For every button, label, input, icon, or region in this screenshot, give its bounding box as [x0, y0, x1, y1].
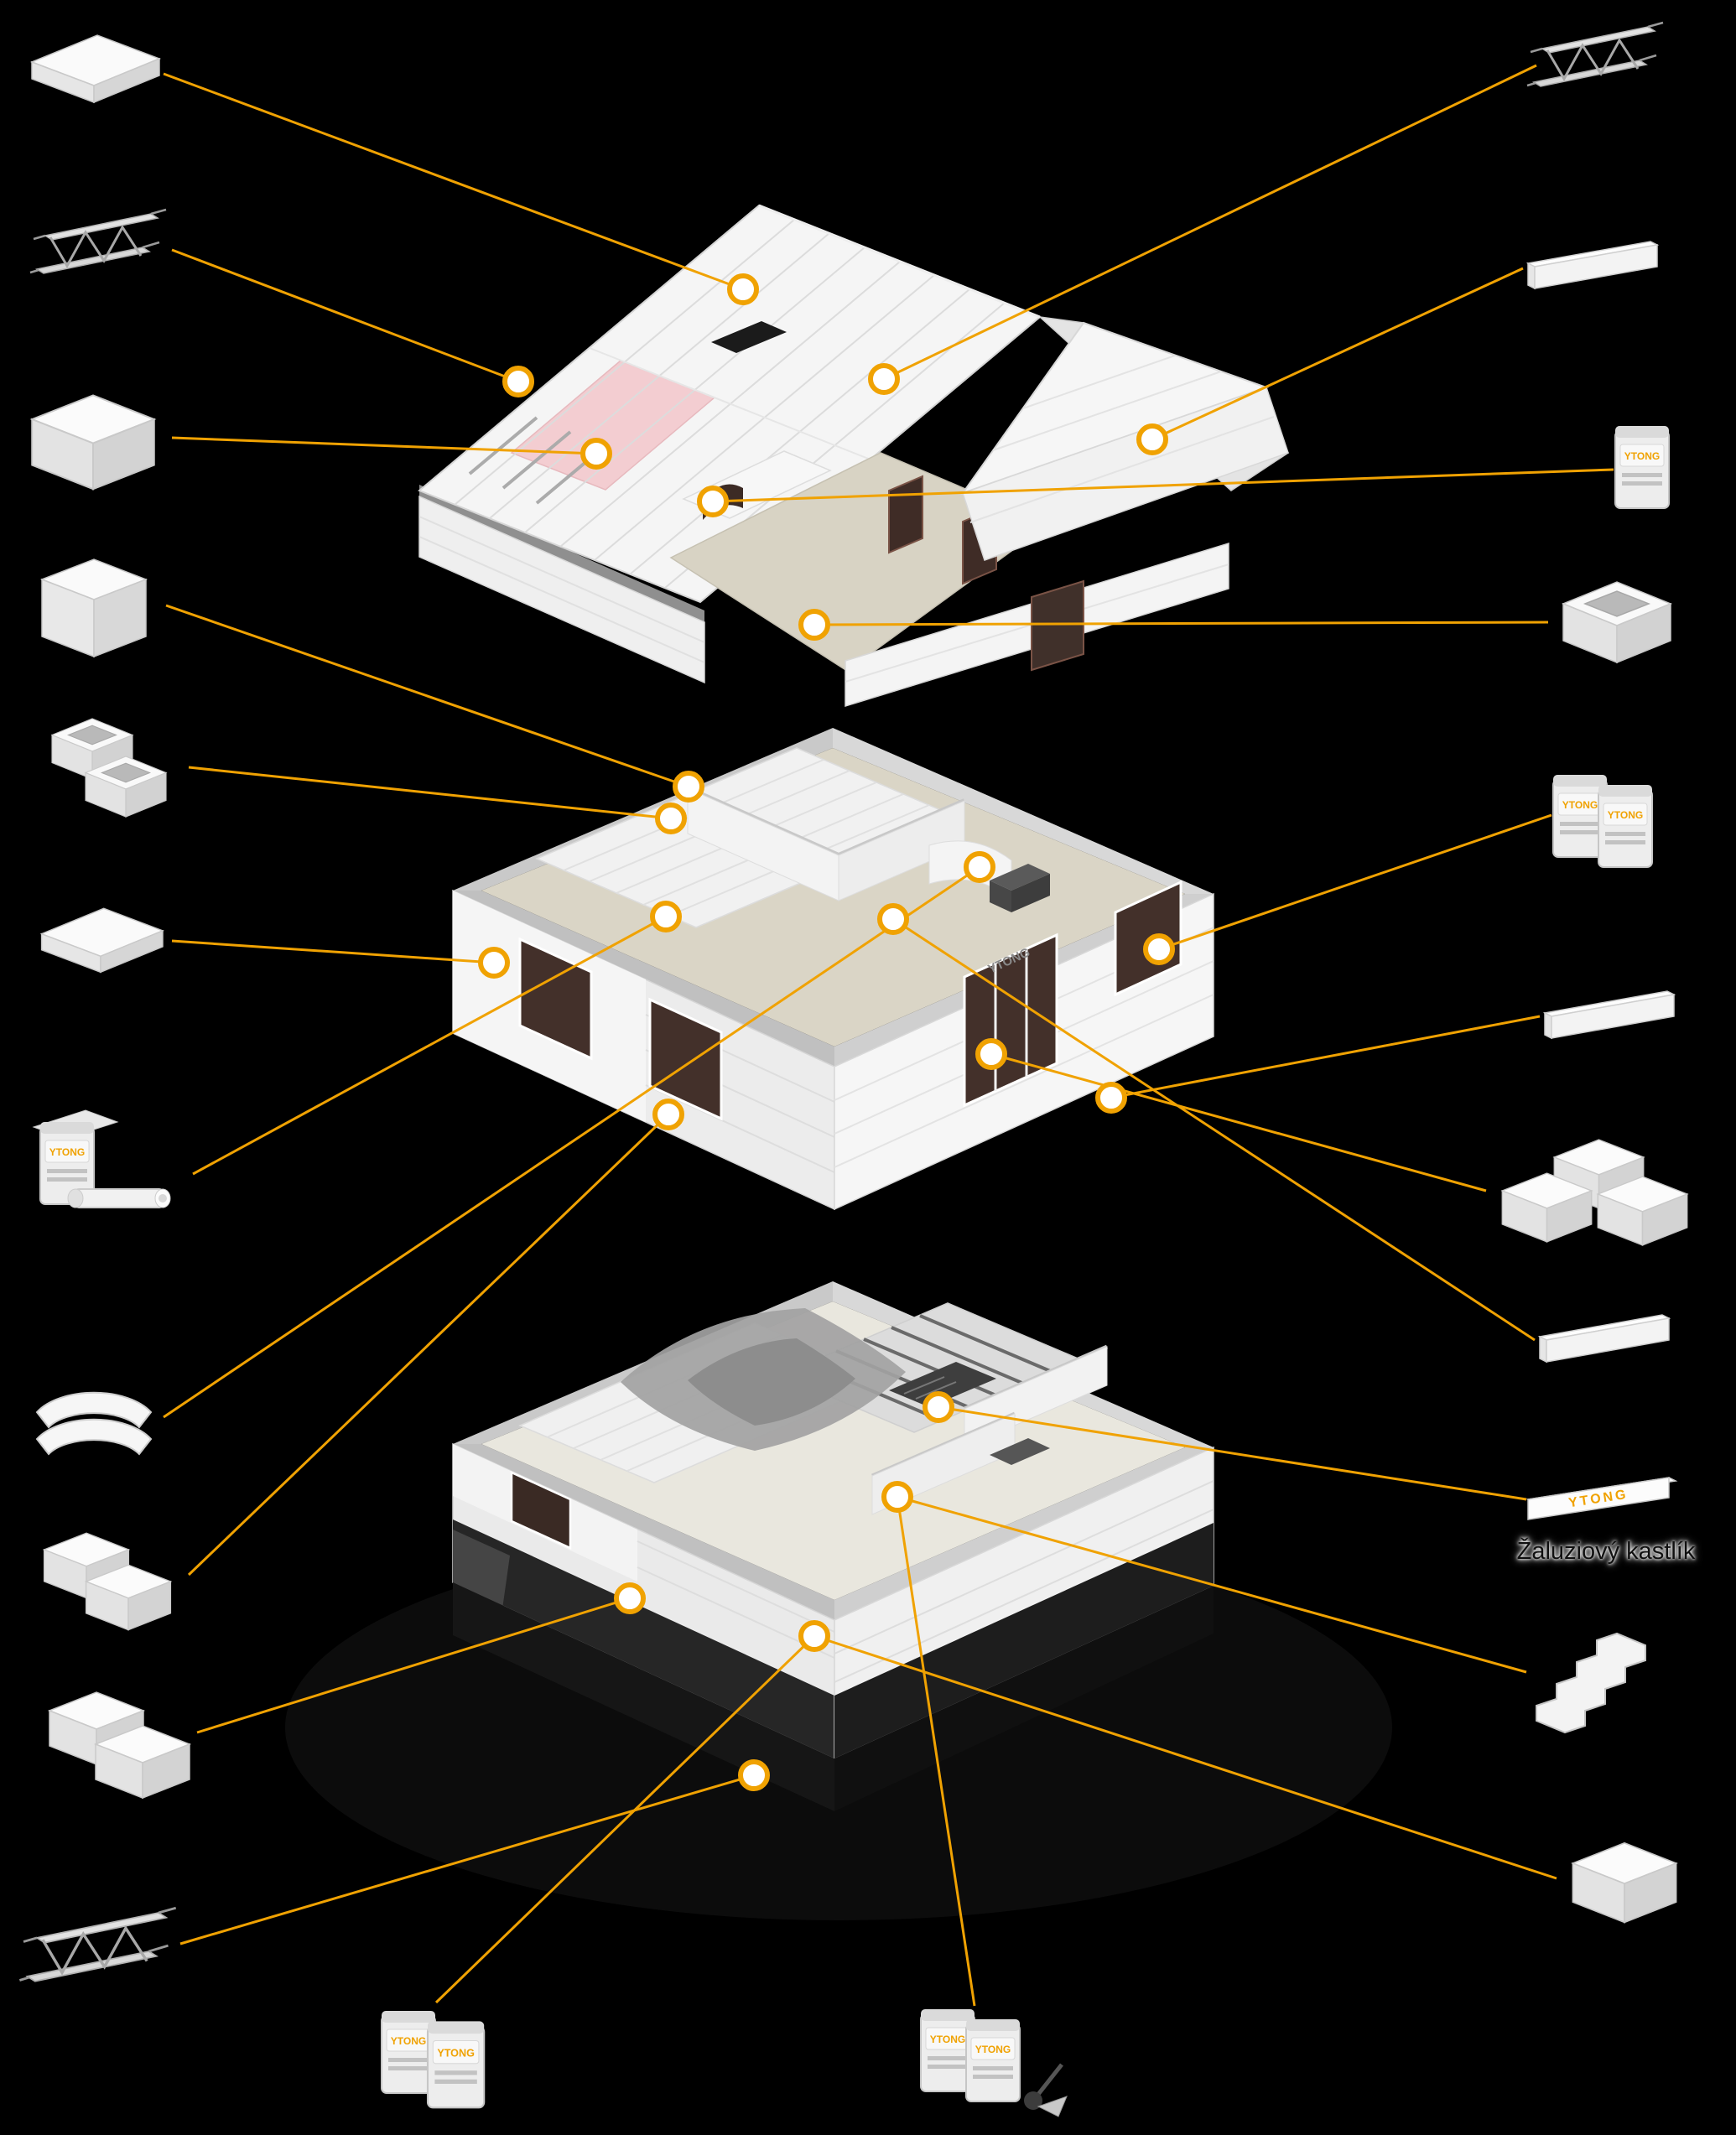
callout-marker-M5	[877, 903, 909, 935]
foundation-band	[453, 1519, 834, 1758]
zaluziovy-kastlik-label: Žaluziový kastlík	[1516, 1538, 1696, 1565]
connector-line-B2	[897, 1495, 1527, 1674]
connector-line-M2	[188, 766, 672, 820]
connector-line-M4	[192, 915, 667, 1176]
callout-marker-B3	[614, 1582, 646, 1614]
connector-line-T7	[813, 621, 1549, 626]
trowel-icon	[1037, 2096, 1068, 2117]
callout-marker-M2	[655, 803, 687, 834]
callout-marker-B1	[923, 1391, 954, 1423]
connector-line-B3	[196, 1597, 631, 1734]
connector-line-T5	[712, 468, 1614, 503]
mixer-paddle-icon	[1024, 2091, 1042, 2110]
door-opening	[1031, 579, 1084, 672]
callout-marker-B2	[881, 1481, 913, 1513]
connector-line-M3	[163, 865, 980, 1419]
connector-line-B5	[179, 1774, 755, 1945]
window	[648, 997, 723, 1121]
connector-line-T2	[883, 64, 1537, 381]
callout-marker-M8	[975, 1038, 1007, 1070]
plaster-bag-and-mesh-roll-icon	[32, 1109, 171, 1208]
mortar-bags-and-tools-icon	[920, 2008, 1068, 2117]
callout-marker-M4	[650, 901, 682, 932]
callout-marker-T2	[868, 363, 900, 395]
connector-line-M8	[990, 1052, 1487, 1192]
callout-marker-T5	[697, 486, 729, 517]
connector-line-B4	[813, 1634, 1557, 1880]
callout-marker-T1	[727, 273, 759, 305]
connector-line-B1	[938, 1405, 1527, 1501]
callout-marker-M3	[964, 851, 995, 883]
callout-marker-M10	[652, 1099, 684, 1130]
middle-house: YTONG	[452, 728, 1214, 1211]
callout-marker-T7	[798, 609, 830, 641]
callout-marker-M9	[1095, 1082, 1127, 1114]
connector-line-B2	[896, 1496, 976, 2007]
callout-marker-T6	[1136, 423, 1168, 455]
connector-line-T1	[163, 72, 744, 291]
callout-marker-T4	[580, 438, 612, 470]
callout-marker-B5	[738, 1759, 770, 1791]
callout-marker-M1	[673, 771, 704, 803]
chimney-block	[990, 1438, 1050, 1465]
connector-line-M1	[165, 604, 689, 788]
callout-marker-M7	[1143, 933, 1175, 965]
stairs-icon	[1536, 1632, 1646, 1734]
window	[510, 1471, 572, 1550]
top-house	[418, 204, 1290, 708]
connector-line-T4	[171, 436, 597, 455]
connector-line-T3	[171, 248, 519, 383]
connector-line-M7	[1158, 813, 1552, 951]
connector-line-M6	[171, 939, 495, 964]
blind-box-lintel-icon: YTONG	[1525, 1477, 1678, 1520]
chimney-block	[990, 864, 1050, 891]
stair-opening	[889, 1362, 996, 1407]
connector-line-B4	[434, 1634, 816, 2004]
roof-opening	[711, 321, 787, 353]
connector-line-M10	[187, 1113, 670, 1577]
callout-marker-T3	[502, 366, 534, 397]
connector-line-M5	[892, 917, 1536, 1342]
connector-line-M9	[1110, 1015, 1541, 1099]
connector-line-T6	[1151, 267, 1524, 441]
bottom-house	[285, 1281, 1392, 1920]
callout-marker-B4	[798, 1620, 830, 1652]
callout-marker-M6	[478, 947, 510, 979]
